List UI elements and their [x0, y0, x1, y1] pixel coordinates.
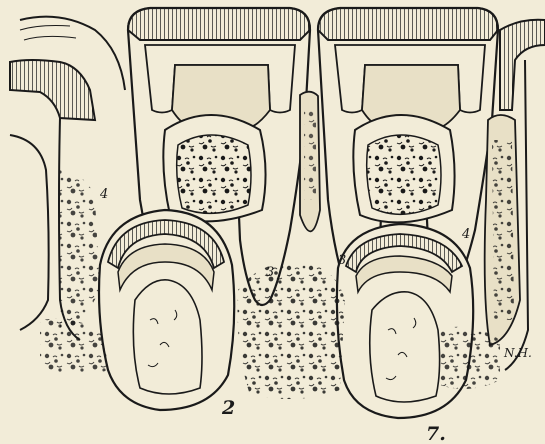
label-3-left: 3 [266, 265, 274, 280]
label-4-left: 4 [99, 187, 108, 202]
label-3-right: 3 [338, 253, 346, 268]
developing-tooth-right [337, 224, 473, 418]
label-2: 2 [221, 397, 235, 419]
artist-initials: N.H. [503, 346, 532, 360]
label-7: 7. [426, 423, 446, 444]
interdental-septum [300, 92, 320, 232]
label-4-right: 4 [461, 227, 470, 242]
developing-tooth-left [99, 210, 234, 410]
